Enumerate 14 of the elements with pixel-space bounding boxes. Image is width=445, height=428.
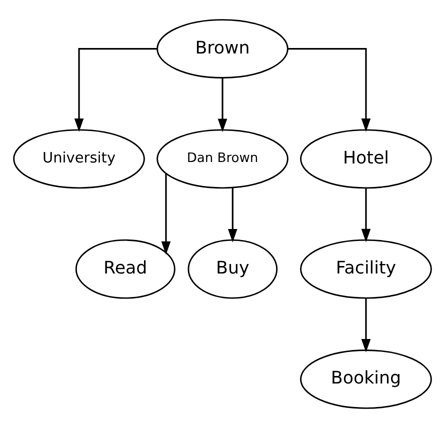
node-ellipse: Brown — [156, 19, 288, 78]
arrow — [288, 48, 371, 132]
node-ellipse: Booking — [300, 350, 432, 409]
node-ellipse: Dan Brown — [156, 129, 288, 189]
arrow — [74, 48, 158, 132]
node-ellipse: Facility — [300, 239, 432, 299]
node-ellipse: Hotel — [300, 129, 432, 189]
arrow — [228, 188, 238, 242]
node-ellipse: University — [13, 129, 145, 189]
arrow — [218, 78, 228, 132]
arrow — [361, 188, 371, 242]
node-ellipse: Buy — [188, 239, 278, 299]
arrow — [161, 174, 171, 255]
arrow — [361, 298, 371, 352]
